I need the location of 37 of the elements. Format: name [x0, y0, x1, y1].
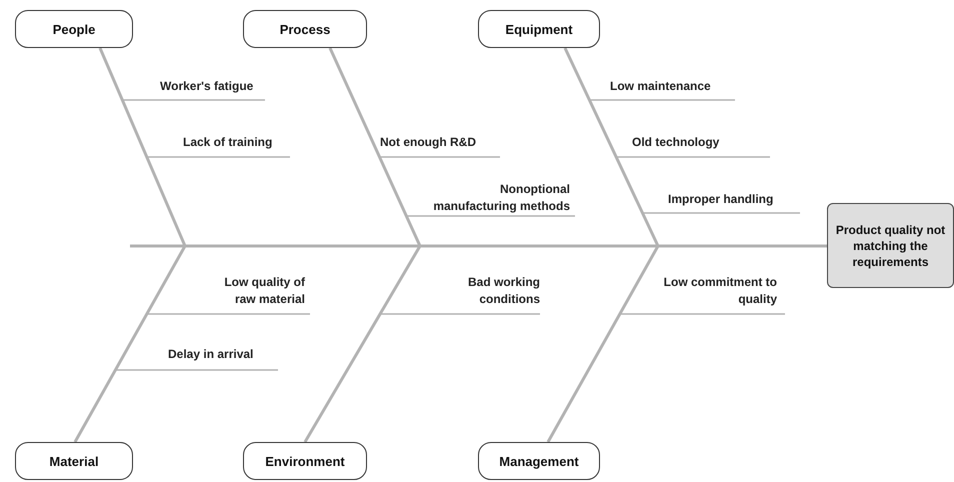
cause-label: Nonoptional manufacturing methods — [425, 181, 570, 215]
cause-label: Improper handling — [668, 191, 774, 208]
cause-label: Not enough R&D — [380, 134, 476, 151]
cause-label: Lack of training — [183, 134, 272, 151]
leader-line — [589, 99, 735, 101]
category-box — [243, 10, 367, 48]
category-label: Material — [49, 454, 99, 468]
leader-line — [380, 156, 500, 158]
category-box — [15, 10, 133, 48]
category-box — [478, 10, 600, 48]
cause-label: Bad working conditions — [440, 274, 540, 308]
cause-label: Low quality of raw material — [205, 274, 305, 308]
category-box — [15, 442, 133, 480]
category-label: People — [52, 22, 96, 36]
leader-line — [620, 313, 785, 315]
cause-label: Worker's fatigue — [160, 78, 254, 95]
cause-label: Low commitment to quality — [660, 274, 777, 308]
leader-line — [146, 156, 290, 158]
leader-line — [642, 212, 800, 214]
leader-line — [115, 369, 278, 371]
leader-line — [406, 215, 575, 217]
leader-line — [146, 313, 310, 315]
cause-label: Delay in arrival — [168, 346, 254, 363]
category-label: Environment — [265, 454, 345, 468]
category-box — [243, 442, 367, 480]
cause-label: Low maintenance — [610, 78, 711, 95]
leader-line — [122, 99, 265, 101]
leader-line — [380, 313, 540, 315]
cause-label: Old technology — [632, 134, 720, 151]
leader-line — [616, 156, 770, 158]
effect-box — [827, 203, 954, 288]
category-label: Equipment — [505, 22, 573, 36]
bone-line — [546, 244, 827, 443]
category-label: Process — [280, 22, 330, 36]
effect-label: Product quality not matching the requirements — [834, 222, 946, 270]
category-label: Management — [499, 454, 579, 468]
category-box — [478, 442, 600, 480]
